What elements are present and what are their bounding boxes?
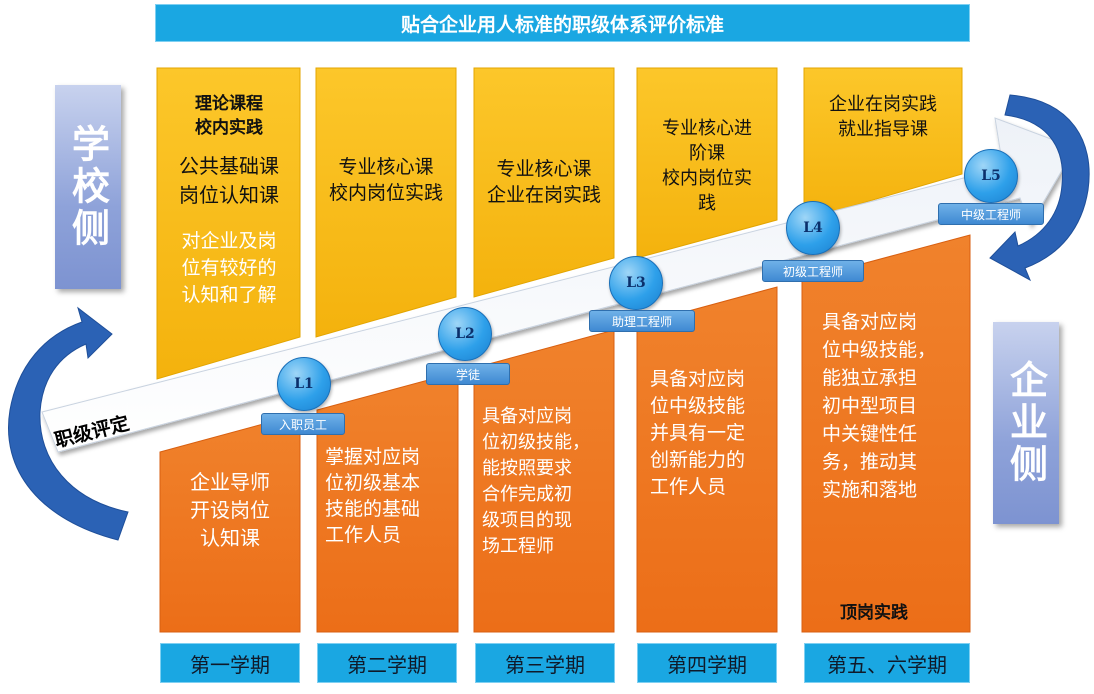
column-4-ability-line-3: 并具有一定 [650, 422, 746, 444]
column-3-ability-line-1: 具备对应岗 [482, 406, 572, 427]
column-3-ability-line-2: 位初级技能， [482, 432, 590, 453]
column-1-lower-block [159, 413, 301, 633]
column-4-ability-line-5: 工作人员 [650, 476, 727, 498]
column-5-ability-line-7: 实施和落地 [822, 479, 918, 501]
column-1-goal-text: 对企业及岗 位有较好的 认知和了解 [160, 228, 298, 309]
column-2-ability-line-3: 技能的基础 [325, 498, 421, 520]
column-4-course-line-2: 阶课 [689, 143, 725, 164]
column-3-course-line-1: 专业核心课 [496, 158, 592, 180]
column-3-upper-block [473, 67, 615, 298]
column-1-top-line-1: 理论课程 [195, 94, 263, 114]
column-3-ability-line-3: 能按照要求 [482, 458, 572, 479]
level-l2-tag: 学徒 [426, 363, 510, 385]
column-2-ability-line-1: 掌握对应岗 [325, 446, 421, 468]
column-1-ability-line-2: 开设岗位 [190, 498, 270, 522]
column-4-lower-block [636, 286, 778, 633]
column-5-upper-block [803, 67, 963, 221]
column-5-course-line-1: 企业在岗实践 [829, 94, 937, 115]
diagram-title: 贴合企业用人标准的职级体系评价标准 [155, 4, 970, 42]
column-3-ability-line-6: 场工程师 [482, 536, 554, 557]
column-1-goal-line-3: 认知和了解 [181, 284, 277, 306]
level-l1-circle: L1 [277, 357, 331, 411]
column-4-upper-block [636, 67, 778, 259]
column-2-course-line-2: 校内岗位实践 [328, 182, 443, 204]
column-2-lower-block [316, 371, 459, 633]
semester-4-label: 第四学期 [637, 643, 777, 683]
column-2-ability-line-2: 位初级基本 [325, 472, 421, 494]
semester-5-label: 第五、六学期 [804, 643, 970, 683]
semester-1-label: 第一学期 [160, 643, 300, 683]
column-2-course-line-1: 专业核心课 [338, 156, 434, 178]
column-2-course-text: 专业核心课 校内岗位实践 [316, 154, 456, 206]
column-3-course-line-2: 企业在岗实践 [486, 184, 601, 206]
column-4-course-line-1: 专业核心进 [662, 118, 752, 139]
column-1-top-line-2: 校内实践 [195, 118, 263, 138]
level-l1-tag: 入职员工 [261, 413, 345, 435]
right-curved-arrow [989, 94, 1090, 282]
column-2-ability-line-4: 工作人员 [325, 524, 402, 546]
semester-3-label: 第三学期 [475, 643, 615, 683]
column-1-goal-line-2: 位有较好的 [181, 257, 277, 279]
column-5-ability-line-2: 位中级技能， [822, 339, 937, 361]
column-3-ability-text: 具备对应岗 位初级技能， 能按照要求 合作完成初 级项目的现 场工程师 [482, 404, 614, 560]
column-3-course-text: 专业核心课 企业在岗实践 [474, 156, 614, 208]
column-1-upper-block [156, 67, 301, 380]
column-2-ability-text: 掌握对应岗 位初级基本 技能的基础 工作人员 [325, 444, 457, 548]
column-4-ability-text: 具备对应岗 位中级技能 并具有一定 创新能力的 工作人员 [650, 366, 777, 501]
column-5-ability-line-4: 初中型项目 [822, 395, 918, 417]
level-l3-tag: 助理工程师 [589, 310, 695, 332]
column-5-lower-block [801, 234, 971, 633]
column-4-course-text: 专业核心进 阶课 校内岗位实 践 [637, 116, 777, 216]
column-4-ability-line-1: 具备对应岗 [650, 368, 746, 390]
column-1-ability-line-1: 企业导师 [190, 470, 270, 494]
column-1-course-line-2: 岗位认知课 [179, 183, 279, 207]
level-l5-tag: 中级工程师 [938, 203, 1044, 225]
column-1-ability-text: 企业导师 开设岗位 认知课 [160, 468, 300, 552]
column-4-course-line-4: 践 [698, 193, 716, 214]
column-1-course-line-1: 公共基础课 [179, 154, 279, 178]
level-l4-tag: 初级工程师 [762, 260, 864, 282]
column-5-ability-line-6: 务，推动其 [822, 451, 918, 473]
column-3-lower-block [473, 329, 615, 633]
level-l2-circle: L2 [438, 307, 492, 361]
column-2-upper-block [315, 67, 457, 338]
school-side-label: 学校侧 [55, 85, 121, 289]
company-side-label: 企业侧 [993, 322, 1059, 524]
column-5-practice-label: 顶岗实践 [840, 603, 908, 623]
semester-2-label: 第二学期 [317, 643, 457, 683]
column-1-ability-line-3: 认知课 [200, 526, 260, 550]
column-5-ability-text: 具备对应岗 位中级技能， 能独立承担 初中型项目 中关键性任 务，推动其 实施和… [822, 308, 968, 504]
column-5-course-text: 企业在岗实践 就业指导课 [804, 92, 962, 142]
column-5-ability-line-3: 能独立承担 [822, 367, 918, 389]
column-1-top-text: 理论课程 校内实践 [160, 92, 298, 140]
column-5-ability-line-5: 中关键性任 [822, 423, 918, 445]
level-l5-circle: L5 [964, 149, 1018, 203]
column-4-ability-line-4: 创新能力的 [650, 449, 746, 471]
column-4-course-line-3: 校内岗位实 [662, 168, 752, 189]
column-5-ability-line-1: 具备对应岗 [822, 311, 918, 333]
column-5-course-line-2: 就业指导课 [838, 119, 928, 140]
left-curved-arrow [8, 306, 129, 541]
column-3-ability-line-5: 级项目的现 [482, 510, 572, 531]
level-l3-circle: L3 [609, 256, 663, 310]
column-1-goal-line-1: 对企业及岗 [181, 230, 277, 252]
level-l4-circle: L4 [786, 201, 840, 255]
column-1-course-text: 公共基础课 岗位认知课 [160, 152, 298, 210]
column-3-ability-line-4: 合作完成初 [482, 484, 572, 505]
column-4-ability-line-2: 位中级技能 [650, 395, 746, 417]
